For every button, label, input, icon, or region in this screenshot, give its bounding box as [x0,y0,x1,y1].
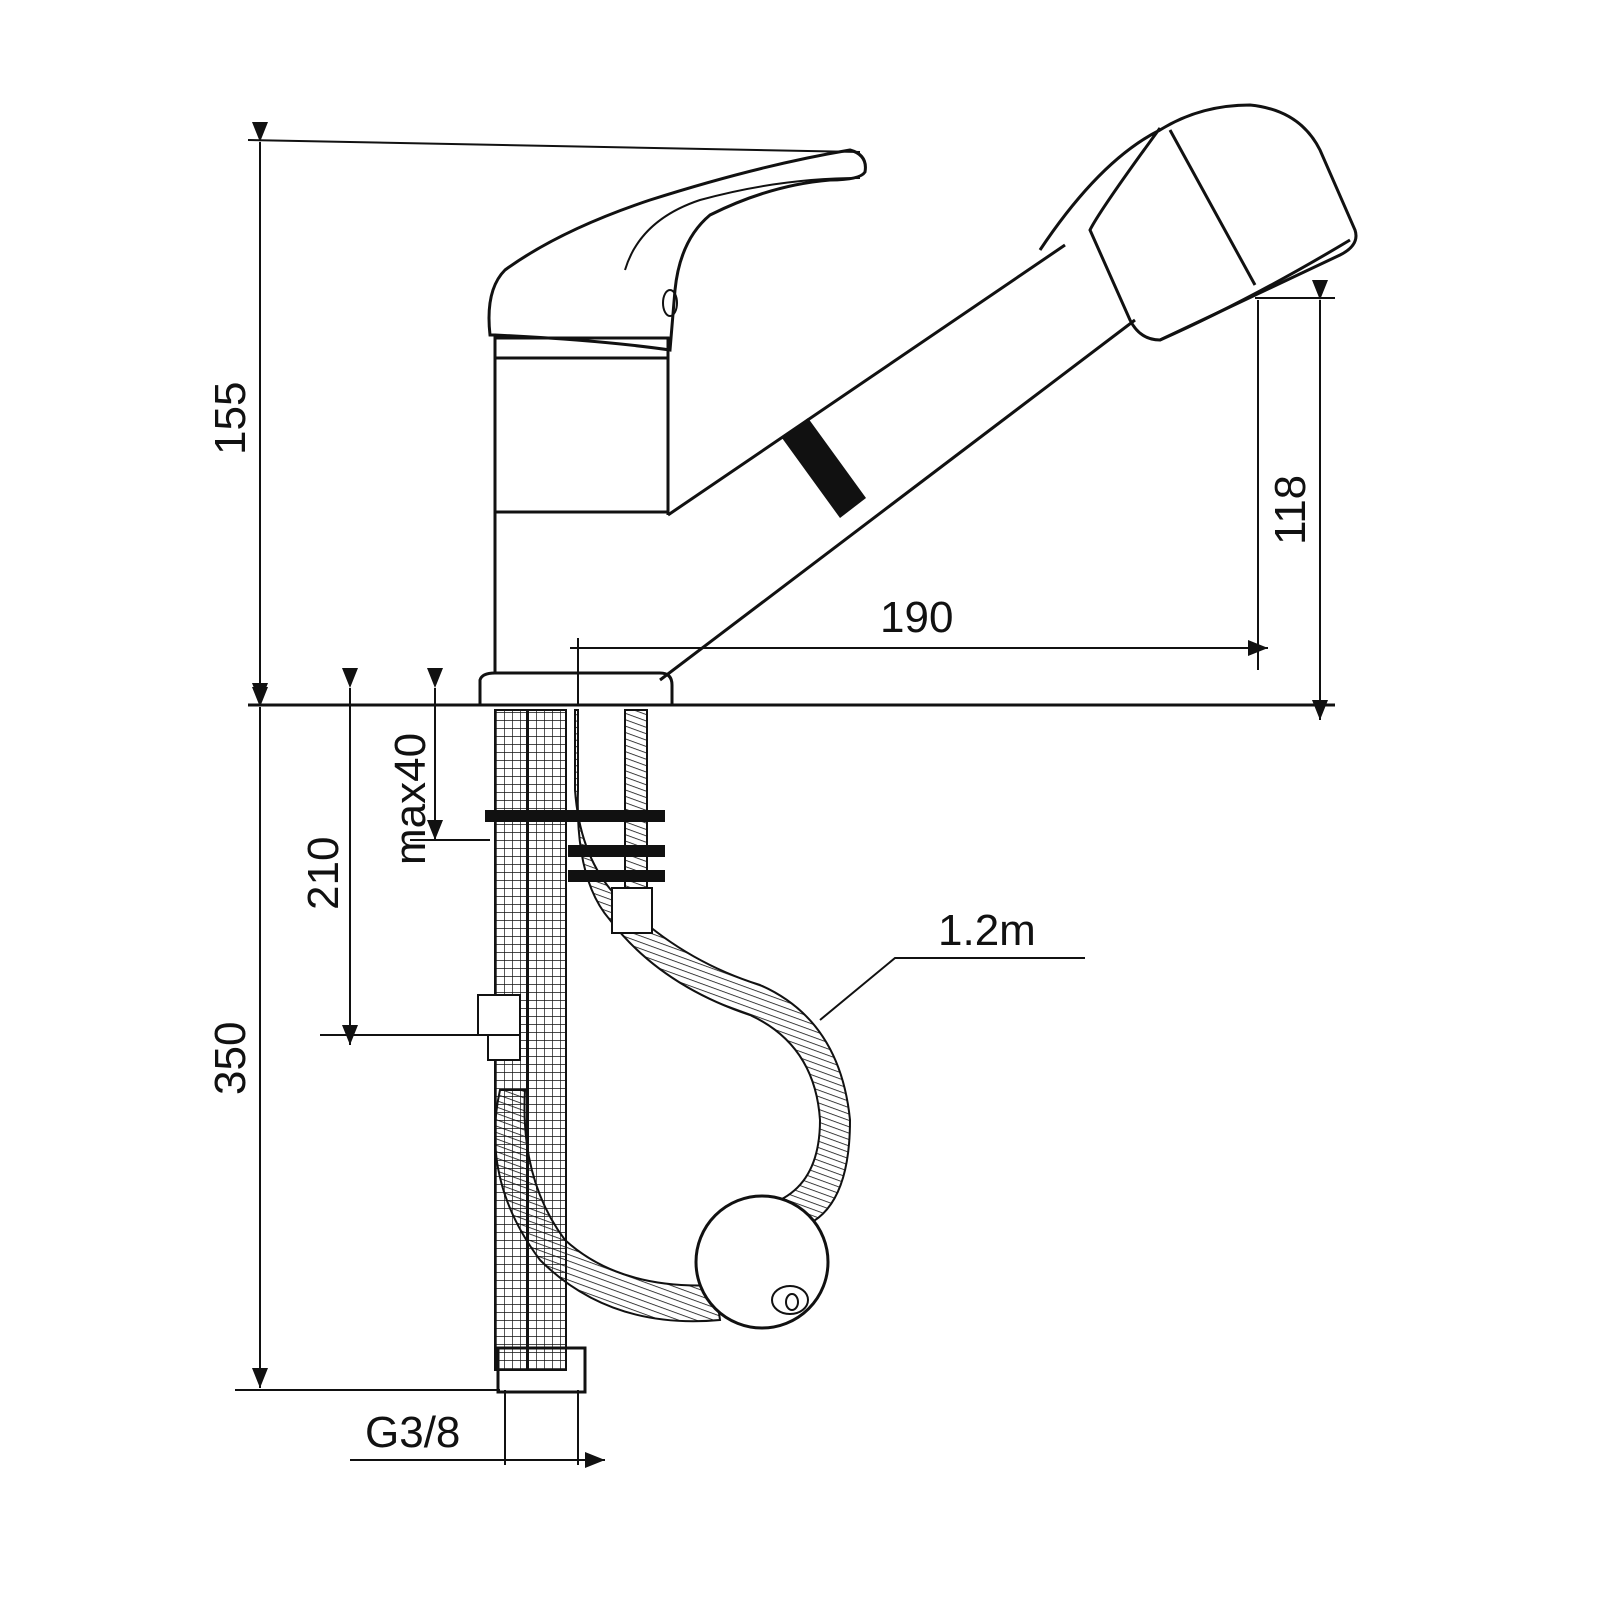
dim-118-label: 118 [1266,475,1315,545]
thread-label: G3/8 [365,1408,460,1457]
dim-350-label: 350 [206,1022,255,1095]
dimension-lines [235,122,1335,1468]
supply-hoses [477,709,852,1394]
spout [659,103,1358,682]
dim-210-label: 210 [299,837,348,910]
faucet-body [478,148,867,705]
dim-155-label: 155 [206,382,255,455]
dim-190-label: 190 [880,593,953,642]
dim-max40-label: max40 [386,733,435,865]
hose-length-label: 1.2m [938,906,1036,955]
